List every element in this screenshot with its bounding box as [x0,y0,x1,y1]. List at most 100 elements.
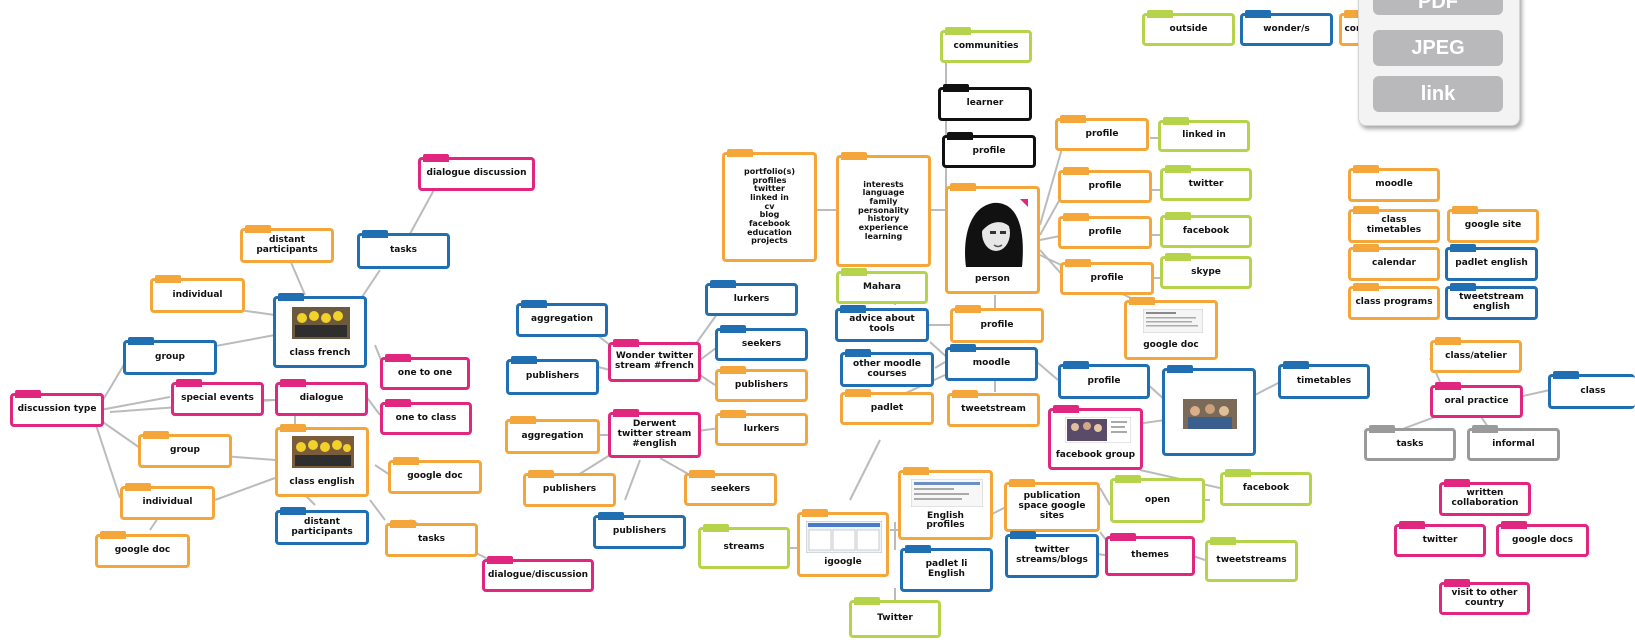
node-discussion-type[interactable]: discussion type [10,390,104,427]
node-dialogue-discussion-top[interactable]: dialogue discussion [418,154,535,191]
node-learner[interactable]: learner [938,84,1032,121]
node-open[interactable]: open [1110,475,1205,523]
node-publishers-mid[interactable]: publishers [715,366,808,402]
node-english-profiles-label: English profiles [926,510,965,531]
node-tweetstream-english[interactable]: tweetstream english [1445,283,1538,320]
node-special-events[interactable]: special events [171,379,264,416]
node-other-moodle[interactable]: other moodle courses [840,349,934,387]
node-publishers-bottom[interactable]: publishers [593,512,686,549]
node-profile-main[interactable]: profile [942,132,1036,168]
node-class-french[interactable]: class french [273,293,367,368]
node-individual-top[interactable]: individual [150,275,245,313]
node-profile-linkedin[interactable]: profile [1055,115,1149,151]
node-group-mid[interactable]: group [138,431,232,468]
node-derwent-english[interactable]: Derwent twitter stream #english [608,409,701,458]
node-distant-participants-top[interactable]: distant participants [240,225,334,263]
node-google-doc-left[interactable]: google doc [388,457,482,494]
node-skype[interactable]: skype [1160,253,1252,289]
node-outside[interactable]: outside [1142,10,1235,46]
node-photo-group[interactable] [1162,365,1256,456]
node-twitter-bottom[interactable]: Twitter [849,597,941,638]
node-lurkers-mid[interactable]: lurkers [715,410,808,446]
group-photo-icon [292,436,354,468]
node-dialogue-discussion-bottom[interactable]: dialogue/discussion [482,556,594,592]
node-advice-tools[interactable]: advice about tools [835,305,929,342]
node-igoogle-label: igoogle [824,557,862,568]
group-photo-icon [1065,417,1131,443]
node-twitter-streams-blogs[interactable]: twitter streams/blogs [1005,531,1099,578]
node-dialogue[interactable]: dialogue [275,379,368,416]
node-streams[interactable]: streams [698,524,790,569]
node-profile-twitter[interactable]: profile [1058,167,1152,203]
node-twitter-right[interactable]: twitter [1394,521,1486,557]
node-english-profiles[interactable]: English profiles [898,467,993,540]
node-person-label: person [975,274,1010,285]
node-padlet[interactable]: padlet [840,389,934,425]
node-class-english[interactable]: class english [275,424,369,497]
node-aggregation-mid[interactable]: aggregation [505,416,600,454]
node-moodle-right[interactable]: moodle [1348,165,1440,202]
node-visit-country[interactable]: visit to other country [1439,579,1530,615]
node-linked-in[interactable]: linked in [1158,117,1250,152]
node-google-site[interactable]: google site [1447,206,1539,243]
webpage-thumbnail-icon [806,521,882,553]
node-interests[interactable]: interests language family personality hi… [836,152,931,267]
node-padlet-english[interactable]: padlet li English [900,545,993,592]
node-class-atelier[interactable]: class/atelier [1430,337,1522,373]
node-igoogle[interactable]: igoogle [797,509,889,577]
node-padlet-english-right[interactable]: padlet english [1445,244,1538,281]
node-lurkers-top[interactable]: lurkers [705,280,798,316]
node-profile-skype[interactable]: profile [1060,259,1154,295]
node-google-doc-bottom[interactable]: google doc [95,531,190,568]
node-communities[interactable]: communities [940,27,1032,63]
node-portfolios[interactable]: portfolio(s) profiles twitter linked in … [722,149,817,262]
node-person[interactable]: person [945,183,1040,294]
node-publishers-lower[interactable]: publishers [523,470,616,507]
node-google-doc-profile[interactable]: google doc [1124,297,1218,360]
node-tweetstream-center[interactable]: tweetstream [947,390,1040,427]
node-timetables[interactable]: timetables [1278,361,1370,399]
node-themes[interactable]: themes [1105,533,1195,576]
node-individual-lower[interactable]: individual [120,483,215,520]
export-pdf-button[interactable]: PDF [1373,0,1503,15]
node-facebook-top[interactable]: facebook [1160,212,1252,248]
node-wonder-ws[interactable]: wonder/s [1240,10,1333,46]
node-written-collab[interactable]: written collaboration [1439,479,1531,516]
webpage-thumbnail-icon [911,479,983,507]
node-tweetstreams[interactable]: tweetstreams [1205,537,1298,582]
node-profile-facebook[interactable]: profile [1058,213,1152,249]
node-informal[interactable]: informal [1467,425,1560,461]
node-twitter-top[interactable]: twitter [1160,165,1252,201]
node-tasks-lower[interactable]: tasks [385,520,478,557]
node-class-timetables[interactable]: class timetables [1348,206,1440,243]
node-publication-space[interactable]: publication space google sites [1004,479,1100,532]
node-seekers-lower[interactable]: seekers [684,470,777,506]
node-distant-participants-lower[interactable]: distant participants [275,507,369,545]
node-profile-group[interactable]: profile [1058,361,1150,399]
node-class-right[interactable]: class [1548,371,1635,409]
node-one-to-one[interactable]: one to one [380,354,470,390]
node-group-top[interactable]: group [123,337,217,375]
node-moodle-center[interactable]: moodle [945,344,1038,381]
node-mahara[interactable]: Mahara [836,268,928,304]
person-portrait-photo-icon [958,197,1028,267]
node-oral-practice[interactable]: oral practice [1430,382,1523,418]
node-calendar[interactable]: calendar [1348,244,1440,281]
node-profile-moodle[interactable]: profile [950,305,1044,343]
node-publishers-left[interactable]: publishers [506,356,599,395]
node-facebook-group[interactable]: facebook group [1048,405,1143,470]
export-link-button[interactable]: link [1373,76,1503,112]
export-jpeg-button[interactable]: JPEG [1373,30,1503,66]
node-google-docs-right[interactable]: google docs [1496,521,1589,557]
node-class-programs[interactable]: class programs [1348,283,1440,320]
node-wonder-french[interactable]: Wonder twitter stream #french [608,339,701,382]
group-photo-icon [292,307,350,339]
node-seekers-top[interactable]: seekers [715,325,808,361]
node-one-to-class[interactable]: one to class [380,399,472,435]
node-tasks-top[interactable]: tasks [357,230,450,269]
document-thumbnail-icon [1143,309,1203,333]
node-facebook-right[interactable]: facebook [1220,469,1312,506]
node-tasks-right[interactable]: tasks [1364,425,1456,461]
node-aggregation-top[interactable]: aggregation [516,300,608,337]
